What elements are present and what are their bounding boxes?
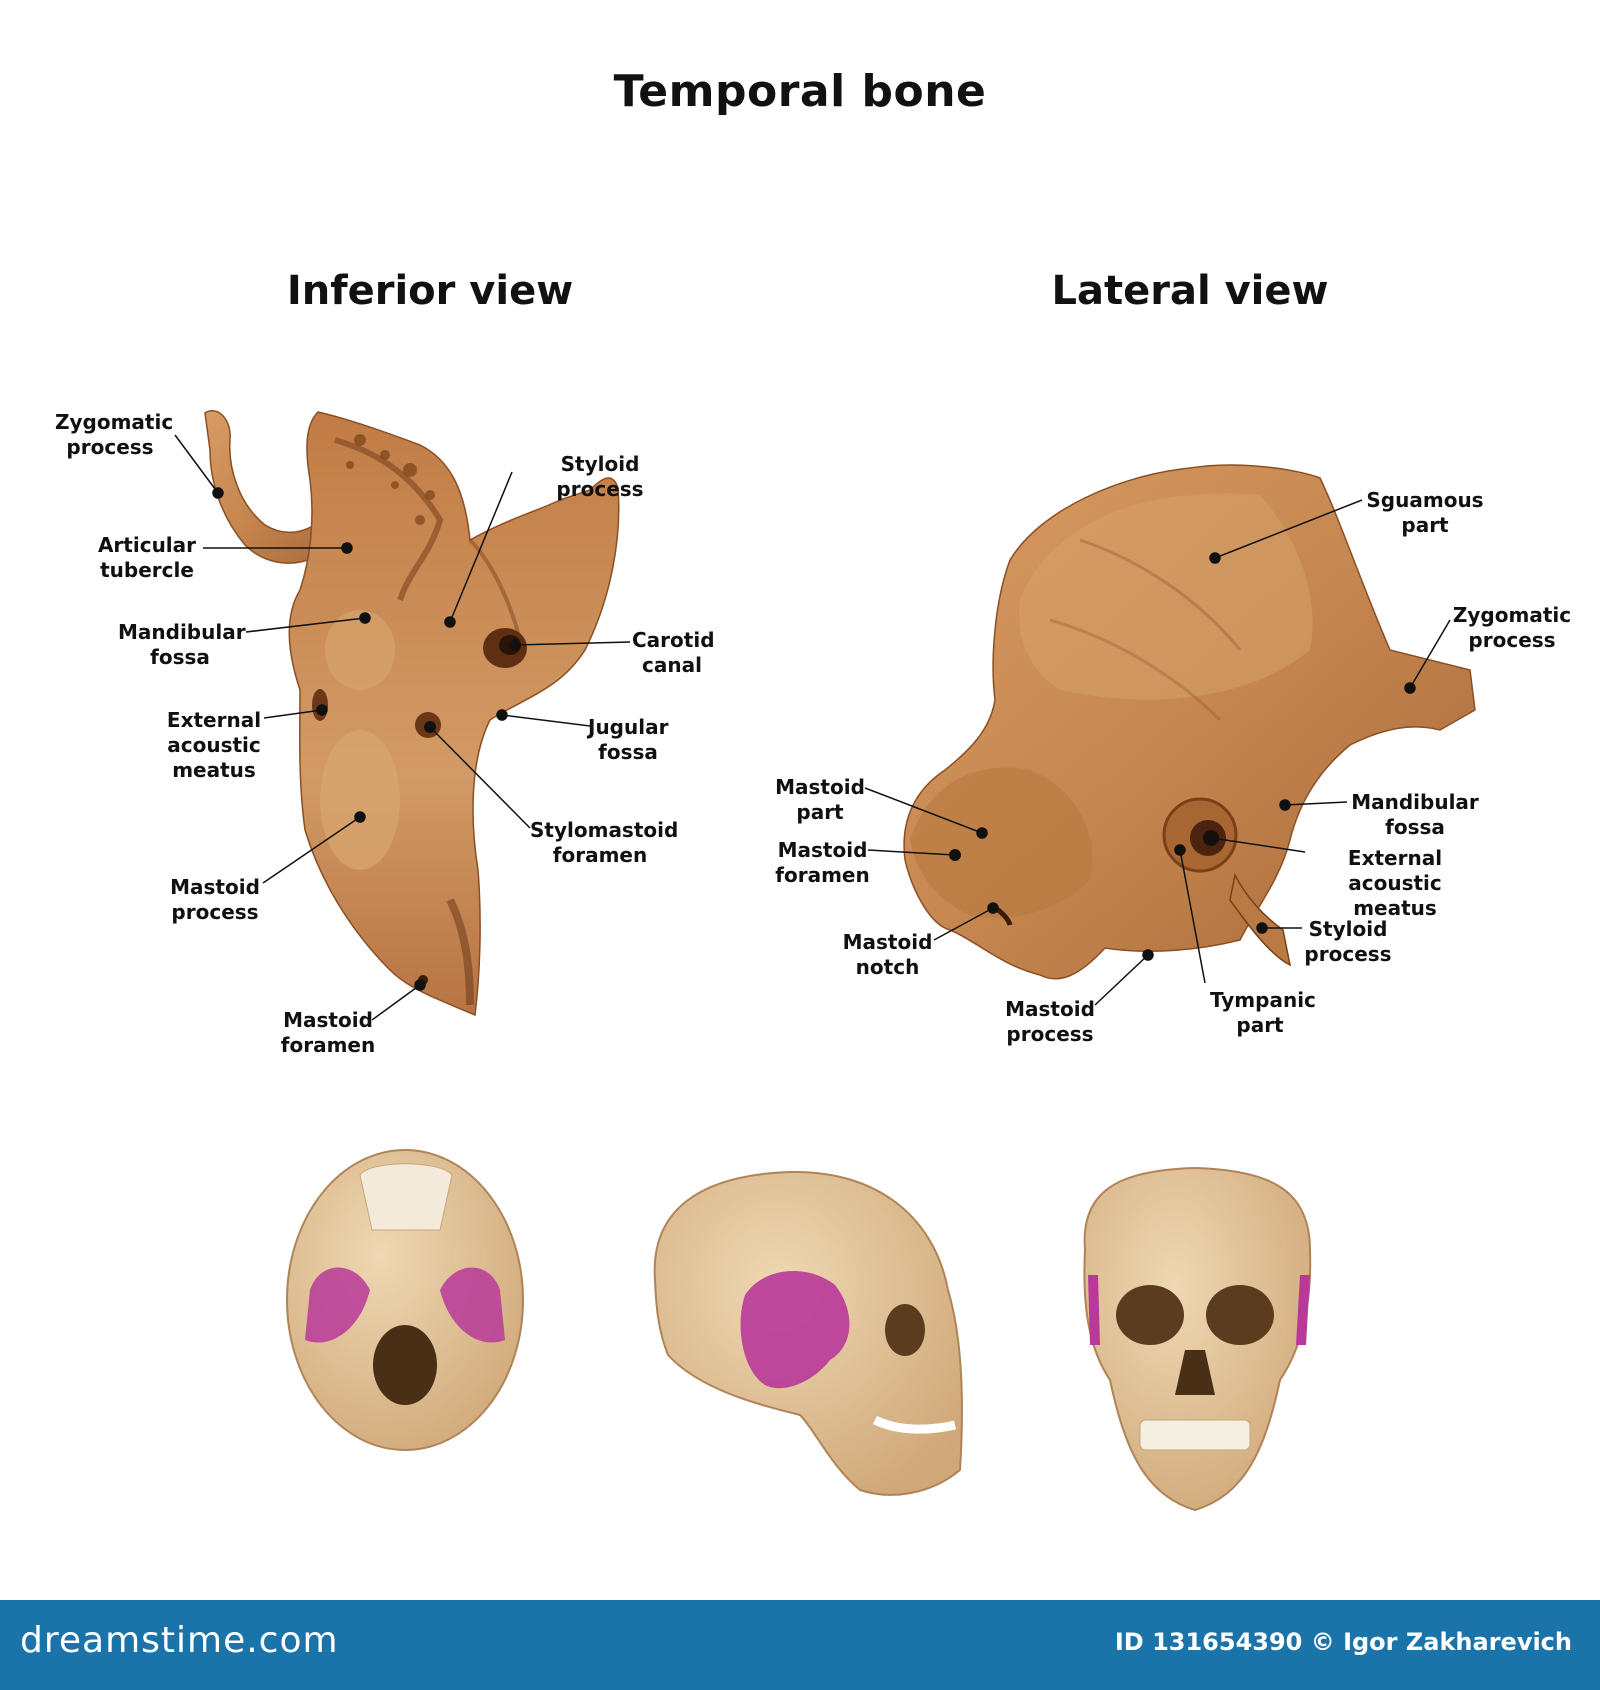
label-lateral-squamous-part: Sguamous part <box>1366 488 1484 537</box>
skull-inferior-thumbnail <box>286 1149 524 1451</box>
label-inferior-external-acoustic-meatus: External acoustic meatus <box>166 708 262 782</box>
label-inferior-jugular-fossa: Jugular fossa <box>588 715 669 764</box>
footer-brand[interactable]: dreamstime.com <box>20 1620 339 1661</box>
label-inferior-stylomastoid-foramen: Stylomastoid foramen <box>530 818 679 867</box>
page-title: Temporal bone <box>613 66 987 117</box>
inferior-view-bone <box>204 410 620 1017</box>
label-inferior-carotid-canal: Carotid canal <box>632 628 715 677</box>
label-lateral-mastoid-part: Mastoid part <box>775 775 865 824</box>
label-inferior-styloid-process: Styloid process <box>556 452 644 501</box>
label-lateral-mastoid-foramen: Mastoid foramen <box>775 838 870 887</box>
footer-credit: ID 131654390 © Igor Zakharevich <box>1114 1628 1572 1656</box>
skull-lateral-thumbnail <box>653 1170 963 1496</box>
inferior-leaders <box>174 434 631 1021</box>
lateral-leaders <box>864 499 1451 1006</box>
inferior-view-title: Inferior view <box>286 268 574 314</box>
label-inferior-mastoid-foramen: Mastoid foramen <box>280 1008 376 1057</box>
footer-bar: dreamstime.com ID 131654390 © Igor Zakha… <box>0 1600 1600 1690</box>
label-lateral-styloid-process: Styloid process <box>1304 917 1392 966</box>
label-lateral-mastoid-process: Mastoid process <box>1005 997 1095 1046</box>
label-lateral-mandibular-fossa: Mandibular fossa <box>1351 790 1479 839</box>
label-inferior-mastoid-process: Mastoid process <box>170 875 260 924</box>
lateral-view-bone <box>903 464 1476 980</box>
label-inferior-articular-tubercle: Articular tubercle <box>97 533 197 582</box>
lateral-view-title: Lateral view <box>1051 268 1329 314</box>
label-lateral-tympanic-part: Tympanic part <box>1210 988 1316 1037</box>
label-lateral-external-acoustic-meatus: External acoustic meatus <box>1347 846 1443 920</box>
label-inferior-zygomatic-process: Zygomatic process <box>55 410 174 459</box>
skull-frontal-thumbnail <box>1083 1166 1312 1512</box>
label-lateral-mastoid-notch: Mastoid notch <box>842 930 933 979</box>
label-lateral-zygomatic-process: Zygomatic process <box>1452 603 1572 652</box>
label-inferior-mandibular-fossa: Mandibular fossa <box>118 620 246 669</box>
